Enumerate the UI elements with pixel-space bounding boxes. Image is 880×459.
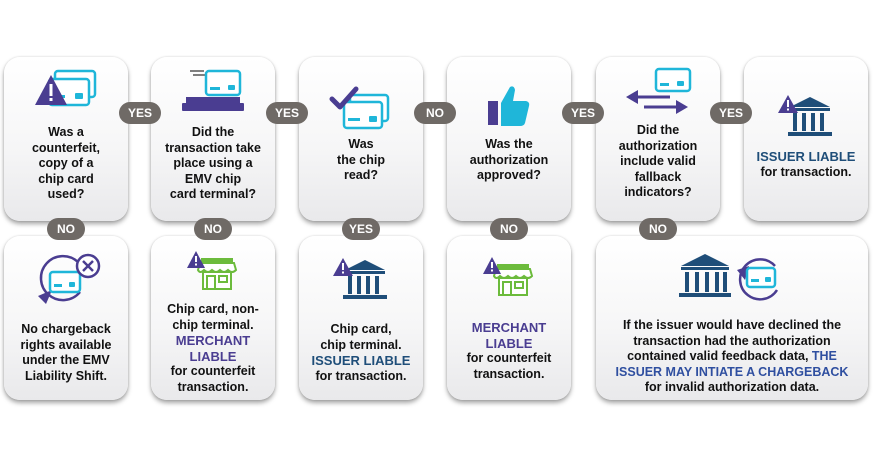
card-text: Was the chip read? [337, 137, 385, 182]
connector-no: NO [47, 218, 85, 240]
outcome-card-issuer-liable: ISSUER LIABLE for transaction. [744, 57, 868, 221]
issuer-bank-warning-icon [778, 95, 832, 136]
connector-no: NO [194, 218, 232, 240]
issuer-bank-warning-icon [333, 258, 387, 299]
outcome-card-no-chargeback: No chargeback rights available under the… [4, 236, 128, 400]
merchant-store-warning-icon [483, 257, 534, 296]
merchant-liable-label: MERCHANT [471, 320, 547, 335]
outcome-card-issuer-chargeback: If the issuer would have declined the tr… [596, 236, 868, 400]
connector-yes: YES [710, 102, 752, 124]
chip-read-checkmark-icon [329, 86, 390, 130]
card-text: ISSUER LIABLE for transaction. [752, 149, 860, 180]
connector-yes: YES [342, 218, 380, 240]
decision-card-emv-terminal: Did the transaction take place using a E… [151, 57, 275, 221]
decision-card-authorization-approved: Was the authorization approved? [447, 57, 571, 221]
card-text: Was a counterfeit, copy of a chip card u… [31, 125, 101, 201]
card-exchange-arrows-icon [626, 67, 692, 114]
merchant-liable-label: MERCHANT [175, 333, 251, 348]
connector-yes: YES [562, 102, 604, 124]
card-text: Chip card, non- chip terminal. MERCHANT … [159, 302, 267, 395]
issuer-liable-label: ISSUER LIABLE [311, 353, 411, 368]
card-text: If the issuer would have declined the tr… [602, 318, 862, 396]
merchant-store-warning-icon [187, 251, 238, 290]
thumbs-up-icon [488, 86, 530, 126]
decision-card-fallback-indicators: Did the authorization include valid fall… [596, 57, 720, 221]
issuer-chargeback-label: ISSUER MAY INTIATE A CHARGEBACK [615, 364, 849, 379]
card-text: Was the authorization approved? [469, 137, 549, 182]
connector-no: NO [639, 218, 677, 240]
bank-chargeback-cycle-icon [679, 254, 779, 301]
issuer-liable-label: ISSUER LIABLE [756, 149, 856, 164]
decision-card-chip-read: Was the chip read? [299, 57, 423, 221]
connector-yes: YES [266, 102, 308, 124]
decision-card-counterfeit: Was a counterfeit, copy of a chip card u… [4, 57, 128, 221]
card-text: Did the transaction take place using a E… [165, 125, 261, 201]
connector-no: NO [414, 102, 456, 124]
counterfeit-card-warning-icon [35, 69, 97, 107]
card-text: MERCHANT LIABLE for counterfeit transact… [455, 320, 563, 382]
outcome-card-merchant-liable-nonchip: Chip card, non- chip terminal. MERCHANT … [151, 236, 275, 400]
connector-no: NO [490, 218, 528, 240]
card-cycle-x-icon [38, 253, 101, 304]
card-text: Chip card, chip terminal. ISSUER LIABLE … [307, 322, 415, 384]
outcome-card-merchant-liable-declined: MERCHANT LIABLE for counterfeit transact… [447, 236, 571, 400]
connector-yes: YES [119, 102, 161, 124]
card-text: No chargeback rights available under the… [20, 322, 112, 383]
card-terminal-icon [182, 69, 244, 111]
outcome-card-issuer-liable-chip: Chip card, chip terminal. ISSUER LIABLE … [299, 236, 423, 400]
card-text: Did the authorization include valid fall… [618, 123, 698, 199]
